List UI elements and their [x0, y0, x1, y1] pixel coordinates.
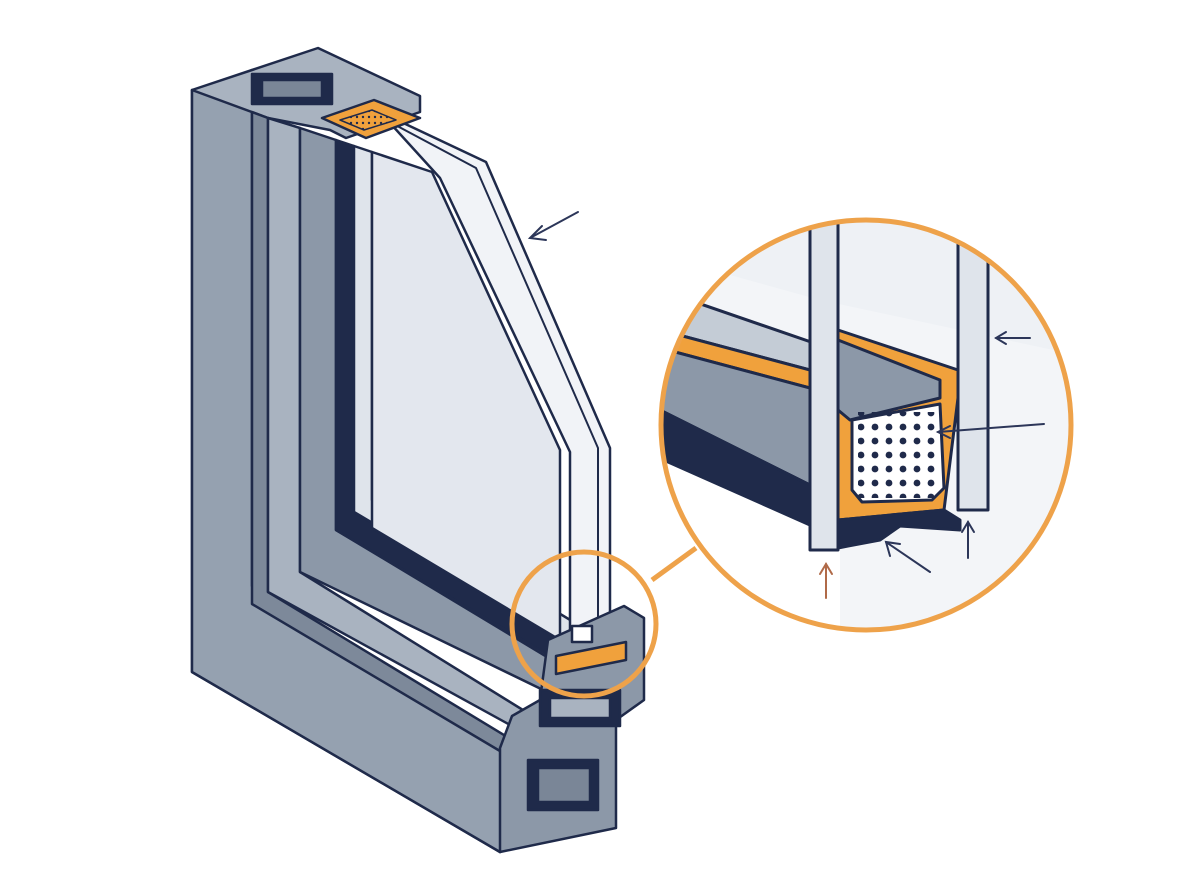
- frame-top-chamber-inner: [260, 78, 324, 100]
- bottom-spacer: [570, 624, 594, 644]
- zoom-connector-line: [650, 545, 698, 583]
- glazing: [320, 98, 612, 644]
- bottom-chamber-lower-inner: [536, 766, 592, 804]
- spacer-arrow: [935, 423, 1045, 439]
- inner-pane-arrow: [961, 520, 975, 559]
- glass-pane-front-edge: [385, 119, 599, 636]
- glass-top-spacer-core: [339, 109, 397, 131]
- zoom-detail: [658, 217, 1074, 633]
- zoom-bottom-seal: [836, 508, 962, 550]
- gasket-arrow: [884, 540, 931, 573]
- bottom-profile-section: [498, 604, 646, 854]
- zoom-spacer-top: [836, 338, 942, 422]
- zoom-ring: [658, 217, 1074, 633]
- sealant-arrow: [819, 562, 833, 599]
- bottom-sealant-strip: [554, 640, 628, 676]
- detail-highlight-ring: [509, 549, 659, 699]
- glass-pane-back: [370, 150, 562, 642]
- bottom-chamber-mid-inner: [548, 696, 612, 720]
- zoom-glass-inner: [808, 220, 840, 552]
- glass-pane-arrow: [527, 211, 579, 241]
- outer-pane-arrow: [994, 331, 1031, 345]
- zoom-spacer-desiccant: [858, 412, 938, 498]
